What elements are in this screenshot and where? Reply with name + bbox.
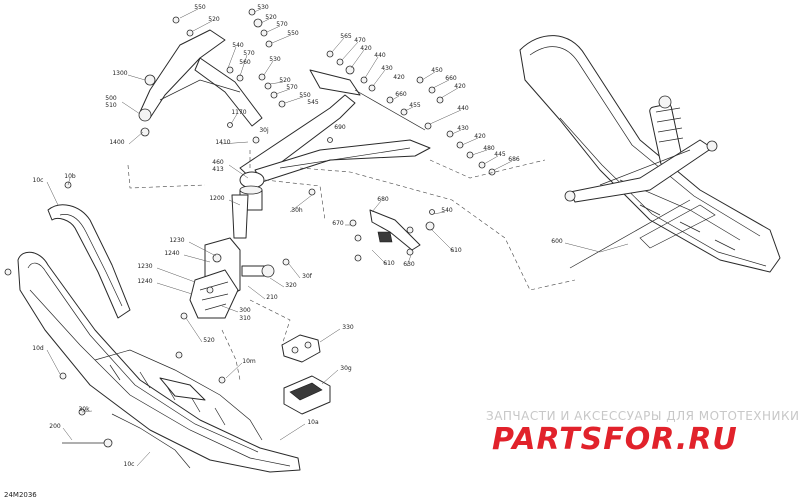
part-callout-label: 1240 [164,250,179,257]
lower-arm-tie-rod [239,69,431,211]
part-callout-label: 570 [286,84,298,91]
part-callout-label: 520 [208,16,220,23]
part-callout-label: 450 [431,67,443,74]
part-callout-label: 10b [64,173,76,180]
upper-a-arm [138,29,263,137]
part-callout-label: 600 [551,238,563,245]
watermark: ЗАПЧАСТИ И АКСЕССУАРЫ ДЛЯ МОТОТЕХНИКИ PA… [486,409,800,457]
part-callout-label: 690 [334,124,346,131]
part-callout-label: 565 [340,33,352,40]
part-callout-label: 330 [342,324,354,331]
part-callout-label: 1410 [215,139,230,146]
hardware-stacks [172,8,496,262]
part-callout-label: 10a [307,419,319,426]
ski-exploded [4,181,301,473]
part-callout-label: 30k [78,406,90,413]
part-callout-label: 570 [276,21,288,28]
part-callout-label: 440 [457,105,469,112]
part-callout-label: 420 [454,83,466,90]
part-callout-label: 520 [203,337,215,344]
part-callout-label: 550 [287,30,299,37]
part-callout-label: 686 [508,156,520,163]
spindle-assembly [175,194,290,384]
watermark-subtitle: ЗАПЧАСТИ И АКСЕССУАРЫ ДЛЯ МОТОТЕХНИКИ [486,409,800,423]
part-callout-label: 480 [483,145,495,152]
part-callout-label: 550 [194,4,206,11]
part-callout-label: 500 [105,95,117,102]
part-callout-label: 300 [239,307,251,314]
part-callout-label: 1230 [169,237,184,244]
part-callout-label: 670 [332,220,344,227]
part-callout-label: 510 [105,102,117,109]
bushings [281,334,331,415]
part-callout-label: 1240 [137,278,152,285]
part-callout-label: 320 [285,282,297,289]
part-callout-label: 420 [474,133,486,140]
part-callout-label: 545 [307,99,319,106]
part-callout-label: 200 [49,423,61,430]
part-callout-label: 550 [299,92,311,99]
part-callout-label: 10c [124,461,135,468]
part-callout-label: 660 [395,91,407,98]
part-callout-label: 540 [232,42,244,49]
part-callout-label: 1300 [112,70,127,77]
leader-lines [46,8,629,467]
part-callout-label: 430 [457,125,469,132]
part-callout-label: 30h [291,207,303,214]
part-callout-label: 10m [242,358,256,365]
part-callout-label: 530 [257,4,269,11]
part-callout-label: 1400 [109,139,124,146]
reference-lines [127,150,576,381]
part-callout-label: 30j [259,127,269,134]
part-callout-label: 455 [409,102,421,109]
part-callout-label: 610 [450,247,462,254]
part-callout-label: 610 [383,260,395,267]
part-callout-label: 440 [374,52,386,59]
part-callout-label: 540 [441,207,453,214]
part-callout-label: 680 [377,196,389,203]
part-callout-label: 310 [239,315,251,322]
part-callout-label: 660 [445,75,457,82]
diagram-code: 24M2036 [4,491,37,499]
part-callout-label: 30f [302,273,313,280]
center-bracket [369,209,421,251]
part-callout-label: 1230 [137,263,152,270]
part-callout-label: 420 [360,45,372,52]
part-callout-label: 210 [266,294,278,301]
watermark-brand: PARTSFOR.RU [492,422,738,457]
part-callout-label: 520 [279,77,291,84]
part-callout-label: 1170 [231,109,246,116]
part-callout-label: 30g [340,365,352,372]
part-callout-label: 570 [243,50,255,57]
assembled-ski-suspension [519,35,781,273]
part-callout-label: 470 [354,37,366,44]
part-callout-label: 10c [33,177,44,184]
part-callout-label: 1200 [209,195,224,202]
part-callout-label: 560 [239,59,251,66]
part-callout-label: 630 [403,261,415,268]
part-callout-label: 530 [269,56,281,63]
part-callout-label: 445 [494,151,506,158]
part-callout-label: 413 [212,166,224,173]
part-callout-label: 460 [212,159,224,166]
part-callout-label: 430 [381,65,393,72]
part-callout-label: 520 [265,14,277,21]
part-callout-label: 10d [32,345,44,352]
part-callout-label: 420 [393,74,405,81]
